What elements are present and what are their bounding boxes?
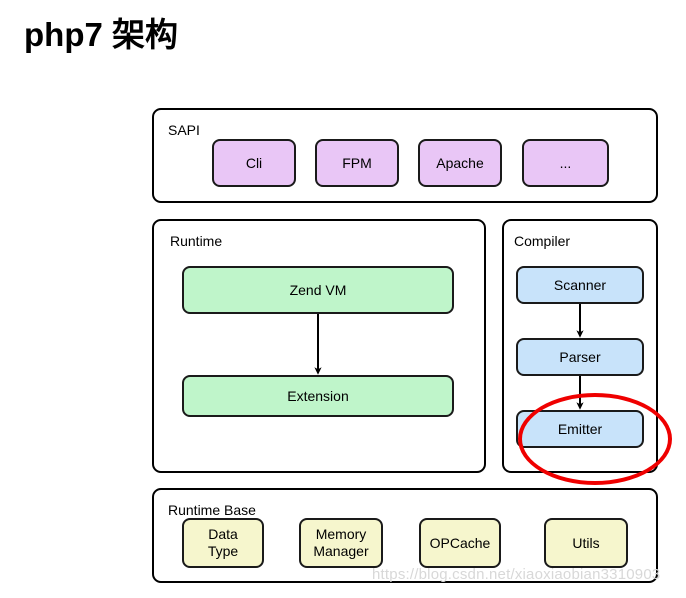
page-title: php7 架构 <box>24 16 178 53</box>
node-scanner[interactable]: Scanner <box>516 266 644 304</box>
node-parser[interactable]: Parser <box>516 338 644 376</box>
group-runtime-label: Runtime <box>170 233 223 249</box>
node-fpm[interactable]: FPM <box>315 139 399 187</box>
highlight-ellipse-emitter <box>518 393 672 485</box>
node-cli[interactable]: Cli <box>212 139 296 187</box>
group-sapi-label: SAPI <box>168 122 200 138</box>
node-extension[interactable]: Extension <box>182 375 454 417</box>
node-opcache[interactable]: OPCache <box>419 518 501 568</box>
node-more[interactable]: ... <box>522 139 609 187</box>
node-apache[interactable]: Apache <box>418 139 502 187</box>
node-zend-vm[interactable]: Zend VM <box>182 266 454 314</box>
node-utils[interactable]: Utils <box>544 518 628 568</box>
node-data-type[interactable]: Data Type <box>182 518 264 568</box>
group-runtime-base-label: Runtime Base <box>168 502 256 518</box>
group-runtime <box>152 219 486 473</box>
group-compiler-label: Compiler <box>514 233 571 249</box>
watermark: https://blog.csdn.net/xiaoxiaobian331090… <box>372 566 661 583</box>
node-memory-manager[interactable]: Memory Manager <box>299 518 383 568</box>
